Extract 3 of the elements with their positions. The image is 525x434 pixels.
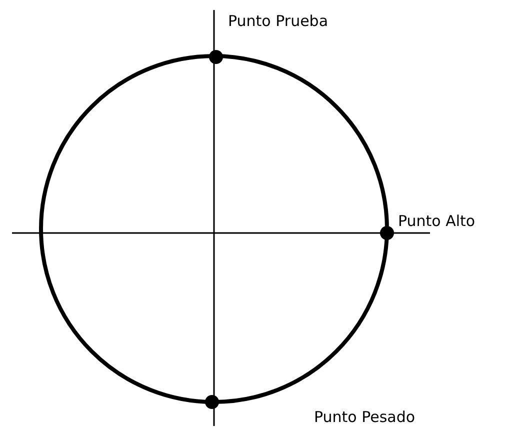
point-label: Punto Prueba [228, 12, 328, 30]
point-label: Punto Alto [398, 212, 476, 230]
point-label: Punto Pesado [314, 408, 416, 426]
